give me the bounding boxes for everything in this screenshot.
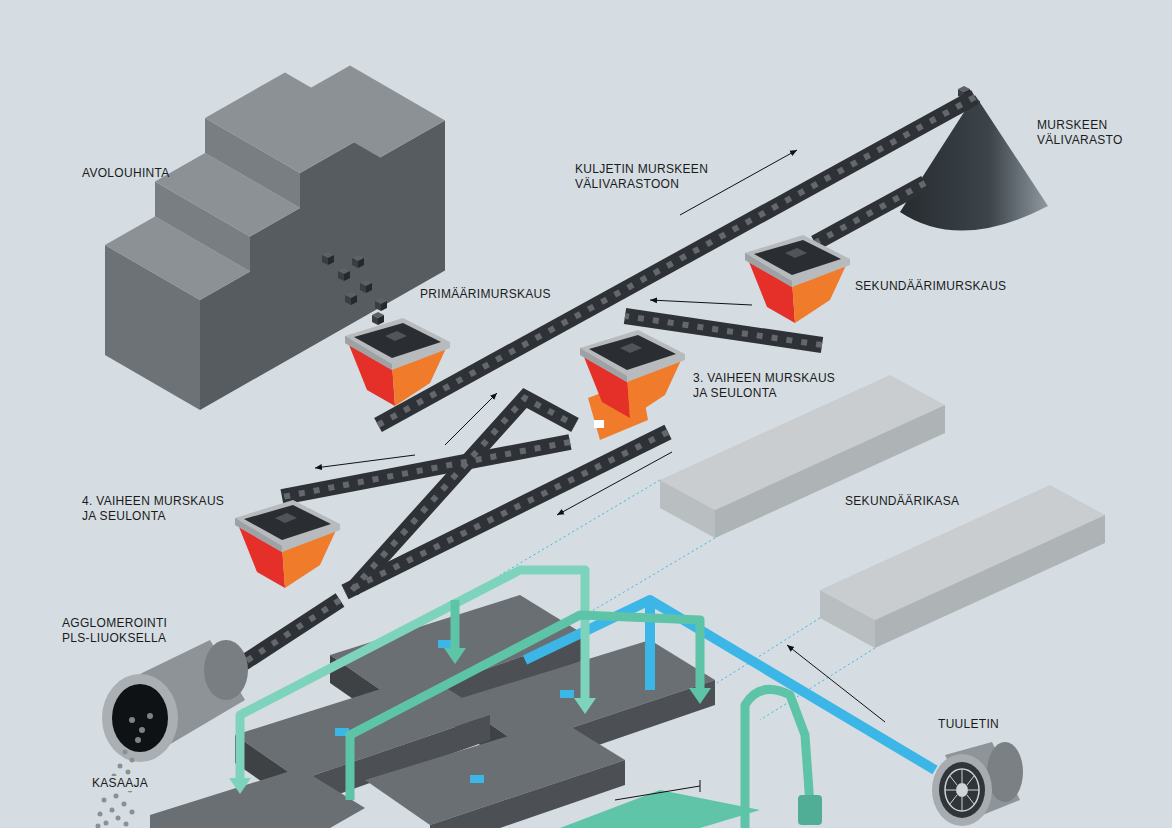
part-label: AGGLOMEROINTI PLS-LIUOKSELLA xyxy=(62,616,187,646)
part-label: PRIMÄÄRIMURSKAUS xyxy=(420,287,551,302)
part-label: KULJETIN MURSKEEN VÄLIVARASTOON xyxy=(575,162,735,192)
pipes xyxy=(229,570,935,828)
stockpile-cone xyxy=(900,95,1048,231)
leader-line xyxy=(615,780,700,800)
part-label: SEKUNDÄÄRIMURSKAUS xyxy=(855,279,1006,294)
part-label: SEKUNDÄÄRIKASA xyxy=(845,494,959,509)
part-label: MURSKEEN VÄLIVARASTO xyxy=(1037,118,1137,148)
part-label: KASAAJA xyxy=(89,776,151,791)
crushers xyxy=(235,235,850,588)
part-label: TUULETIN xyxy=(938,717,999,732)
conveyors xyxy=(225,97,975,675)
fan xyxy=(932,742,1023,826)
agglomeration-drum xyxy=(102,640,248,762)
part-label: AVOLOUHINTA xyxy=(82,166,170,181)
part-label: 4. VAIHEEN MURSKAUS JA SEULONTA xyxy=(82,494,232,524)
part-label: 3. VAIHEEN MURSKAUS JA SEULONTA xyxy=(693,371,843,401)
